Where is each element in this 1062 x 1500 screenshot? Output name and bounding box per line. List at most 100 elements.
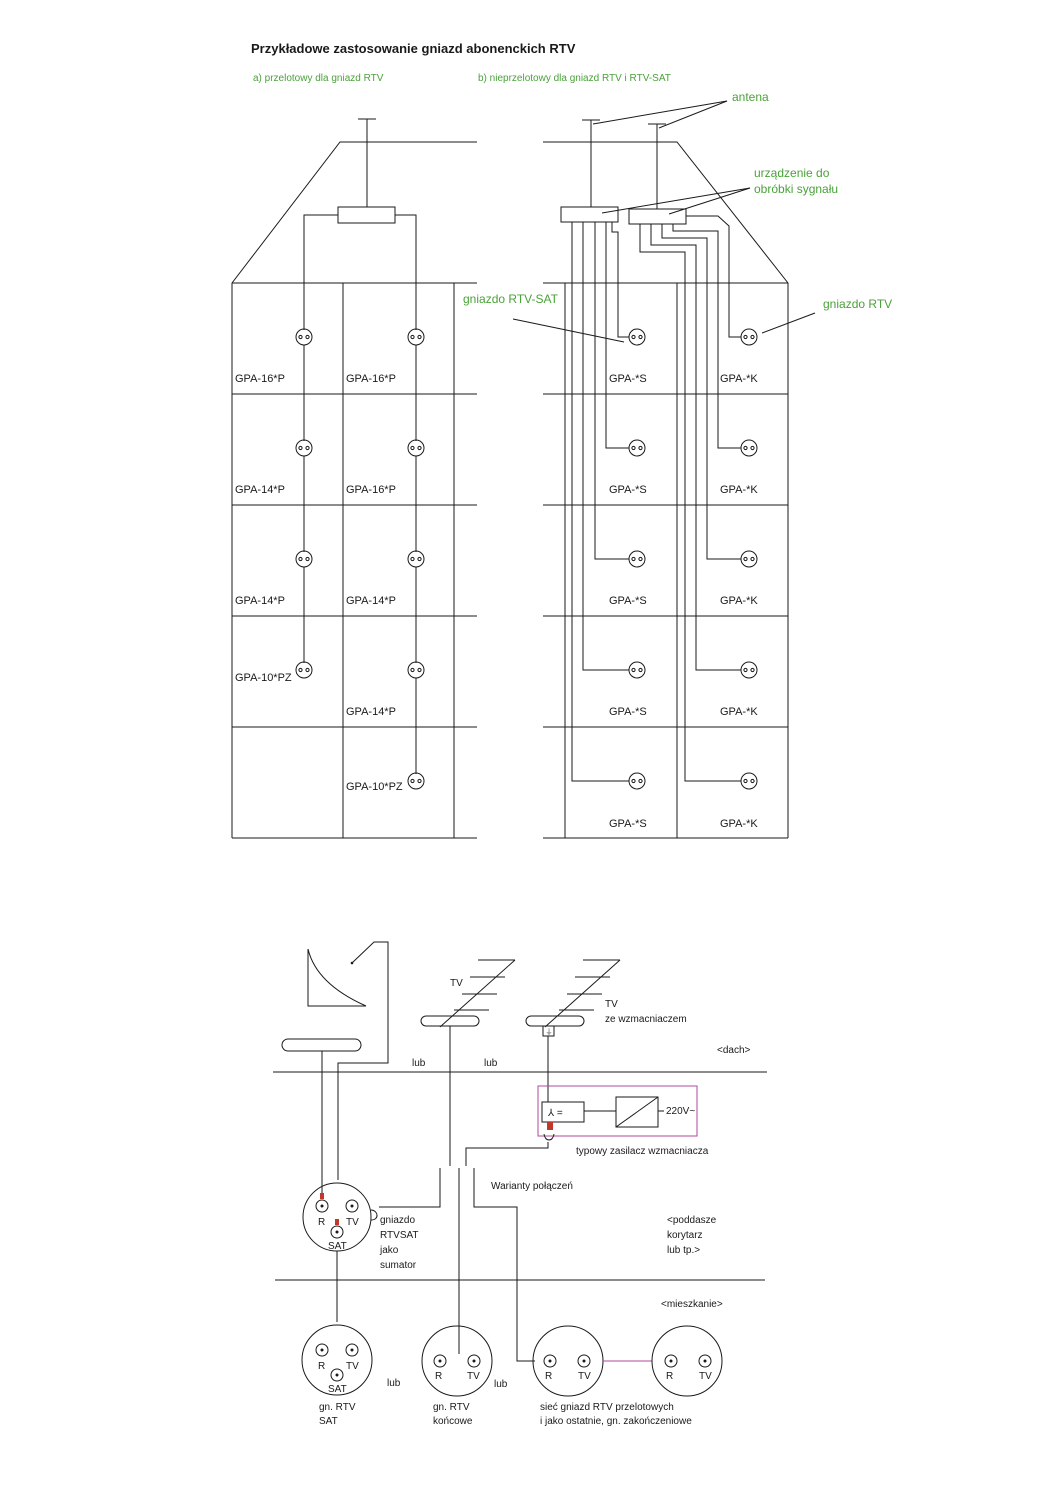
flat-label: <mieszkanie> (661, 1299, 723, 1310)
socket-icon (740, 550, 758, 568)
amplifier-icon: ⏚ (546, 1028, 553, 1036)
socket-label: GPA-*K (720, 373, 758, 385)
panel-b-labels: GPA-*S GPA-*S GPA-*S GPA-*S GPA-*S GPA-*… (609, 373, 758, 830)
sumator-caption: gniazdo RTVSAT jako sumator (379, 1215, 419, 1271)
roof-label: <dach> (717, 1045, 751, 1056)
socket-icon (295, 439, 313, 457)
socket-icon (407, 661, 425, 679)
panel-b-sat-wires (571, 222, 629, 782)
r-port-label: R (435, 1371, 442, 1382)
rtv-terminal-socket: R TV (651, 1325, 723, 1397)
sat-socket-icon (628, 328, 646, 346)
socket-icon (407, 772, 425, 790)
rtv-socket-label: gniazdo RTV (823, 297, 892, 311)
panel-a-risers (303, 345, 417, 774)
socket-icon (740, 772, 758, 790)
voltage-label: 220V~ (666, 1106, 695, 1117)
panel-b-rtv-wires (639, 215, 741, 782)
socket-label: GPA-10*PZ (235, 672, 292, 684)
svg-text:jako: jako (379, 1245, 399, 1256)
socket-icon (407, 328, 425, 346)
sat-port-label: SAT (328, 1241, 347, 1252)
socket-label: GPA-*K (720, 706, 758, 718)
tv-amplified-antenna-icon: ⏚ TV ze wzmacniaczem (525, 959, 687, 1102)
tv-antenna-icon: TV (420, 959, 516, 1166)
panel-a-antenna (358, 118, 376, 207)
panel-b-callouts: antena urządzenie do obróbki sygnału gni… (463, 90, 892, 343)
sat-socket-icon (628, 439, 646, 457)
tv-amp-label-line2: ze wzmacniaczem (605, 1014, 687, 1025)
tv-label: TV (450, 978, 463, 989)
psu-caption: typowy zasilacz wzmacniacza (576, 1146, 709, 1157)
satellite-dish-icon (281, 941, 389, 1197)
device-label-line1: urządzenie do (754, 166, 830, 180)
panel-a-splitter (303, 206, 417, 330)
panel-b-building (543, 141, 789, 839)
tv-port-label: TV (346, 1217, 359, 1228)
socket-icon (295, 661, 313, 679)
or-label: lub (412, 1058, 426, 1069)
socket-icon (407, 439, 425, 457)
rtvsat-socket-label: gniazdo RTV-SAT (463, 292, 559, 306)
socket-label: GPA-*K (720, 595, 758, 607)
svg-text:sumator: sumator (380, 1260, 417, 1271)
svg-text:gn. RTV: gn. RTV (433, 1402, 470, 1413)
socket-label: GPA-*S (609, 373, 647, 385)
svg-text:SAT: SAT (319, 1416, 338, 1427)
floor-lines (273, 1071, 767, 1281)
svg-text:<poddasze: <poddasze (667, 1215, 717, 1226)
summator-socket: R TV SAT (302, 1182, 378, 1322)
socket-label: GPA-*S (609, 484, 647, 496)
svg-text:i jako ostatnie, gn. zakończen: i jako ostatnie, gn. zakończeniowe (540, 1416, 692, 1427)
socket-label: GPA-*S (609, 706, 647, 718)
socket-icon (295, 328, 313, 346)
socket-label: GPA-16*P (346, 373, 396, 385)
page-title: Przykładowe zastosowanie gniazd abonenck… (251, 41, 576, 56)
socket-label: GPA-14*P (235, 484, 285, 496)
socket-icon (740, 661, 758, 679)
socket-icon (295, 550, 313, 568)
panel-a-sockets (295, 328, 425, 790)
socket-label: GPA-*S (609, 595, 647, 607)
attic-label: <poddasze korytarz lub tp.> (667, 1215, 717, 1256)
socket-label: GPA-16*P (235, 373, 285, 385)
svg-text:gniazdo: gniazdo (380, 1215, 415, 1226)
socket-label: GPA-16*P (346, 484, 396, 496)
rtv-end-socket: R TV (421, 1325, 493, 1397)
svg-text:końcowe: końcowe (433, 1416, 473, 1427)
socket-label: GPA-14*P (346, 595, 396, 607)
sat-socket-icon (628, 550, 646, 568)
socket-label: GPA-*S (609, 818, 647, 830)
r-port-label: R (318, 1361, 325, 1372)
rtv-passthrough-socket: R TV (532, 1325, 604, 1397)
amplifier-power-supply: ⅄ = 220V~ (537, 1085, 698, 1141)
tv-amp-label-line1: TV (605, 999, 618, 1010)
tv-port-label: TV (699, 1371, 712, 1382)
antenna-label: antena (732, 90, 769, 104)
socket1-caption: gn. RTV SAT (319, 1402, 356, 1427)
sat-socket-icon (628, 772, 646, 790)
variants-label: Warianty połączeń (491, 1181, 573, 1192)
rtv-sat-socket: R TV SAT (301, 1324, 373, 1396)
tv-port-label: TV (346, 1361, 359, 1372)
socket-icon (740, 439, 758, 457)
socket-icon (407, 550, 425, 568)
socket-label: GPA-10*PZ (346, 781, 403, 793)
r-port-label: R (545, 1371, 552, 1382)
socket-label: GPA-*K (720, 484, 758, 496)
or-label: lub (484, 1058, 498, 1069)
socket-label: GPA-14*P (235, 595, 285, 607)
socket3-caption: sieć gniazd RTV przelotowych i jako osta… (540, 1402, 692, 1427)
sat-socket-icon (628, 661, 646, 679)
svg-text:lub tp.>: lub tp.> (667, 1245, 700, 1256)
socket-icon (740, 328, 758, 346)
svg-text:korytarz: korytarz (667, 1230, 703, 1241)
panel-a-building (231, 141, 477, 839)
socket-label: GPA-*K (720, 818, 758, 830)
tv-port-label: TV (578, 1371, 591, 1382)
socket-label: GPA-14*P (346, 706, 396, 718)
panel-a-heading: a) przelotowy dla gniazd RTV (253, 73, 384, 84)
socket2-caption: gn. RTV końcowe (433, 1402, 473, 1427)
panel-b-heading: b) nieprzelotowy dla gniazd RTV i RTV-SA… (478, 73, 671, 84)
